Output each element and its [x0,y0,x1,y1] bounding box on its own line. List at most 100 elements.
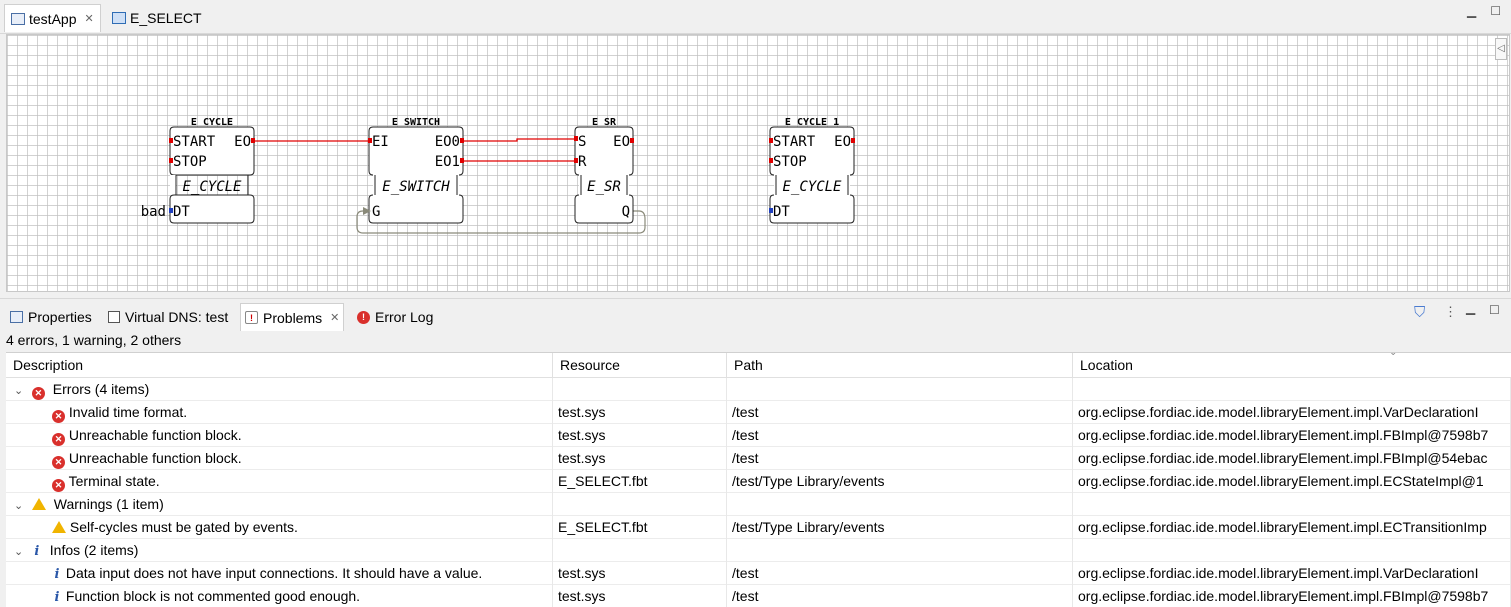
pin-q[interactable]: Q [622,204,630,220]
table-header: Description Resource Path Location ⌄ [6,353,1511,378]
tab-virtual-dns[interactable]: Virtual DNS: test [104,303,232,331]
tab-properties[interactable]: Properties [6,303,96,331]
pin-dt[interactable]: DT [773,204,790,220]
pin-eo1[interactable]: EO1 [435,154,460,170]
group-label: Errors (4 items) [52,381,150,397]
table-row[interactable]: ✕ Invalid time format. test.sys /test or… [6,401,1511,424]
resource-cell: E_SELECT.fbt [553,516,727,539]
pin-ei[interactable]: EI [372,134,389,150]
fb-instance-name[interactable]: E_SR [592,117,617,128]
editor-tab-bar: testApp ✕ E_SELECT ▁ ☐ [0,0,1511,34]
properties-icon [10,311,23,323]
table-row[interactable]: ✕ Unreachable function block. test.sys /… [6,447,1511,470]
error-icon: ✕ [52,433,65,446]
fb-e-cycle-1[interactable]: E_CYCLE_1 START STOP EO E_CYCLE DT [769,117,855,224]
connection-esr-q-to-eswitch-g[interactable] [356,210,646,234]
fb-instance-name[interactable]: E_CYCLE_1 [785,117,839,128]
fb-type-name: E_CYCLE [182,179,242,195]
table-row[interactable]: ✕ Unreachable function block. test.sys /… [6,424,1511,447]
empty-cell [553,378,727,401]
location-cell: org.eclipse.fordiac.ide.model.libraryEle… [1073,562,1511,585]
palette-toggle-icon[interactable]: ◁ [1495,38,1507,60]
tab-e-select[interactable]: E_SELECT [106,4,208,32]
fb-instance-name[interactable]: E_SWITCH [392,117,440,128]
minimize-icon[interactable]: ▁ [1466,301,1476,315]
location-cell: org.eclipse.fordiac.ide.model.libraryEle… [1073,470,1511,493]
group-cell: ⌄ Warnings (1 item) [6,493,553,516]
pin-stop[interactable]: STOP [773,154,807,170]
column-resource[interactable]: Resource [553,353,727,378]
column-description[interactable]: Description [6,353,553,378]
group-label: Infos (2 items) [49,542,139,558]
empty-cell [727,493,1073,516]
fb-network-diagram[interactable]: E_CYCLE START STOP EO E_CYCLE DT bad E_S… [7,35,1510,292]
fb-type-name: E_SWITCH [382,179,450,195]
description-cell: ✕ Terminal state. [6,470,553,493]
pin-eo[interactable]: EO [234,134,251,150]
description-text: Unreachable function block. [68,450,242,466]
resource-cell: test.sys [553,447,727,470]
maximize-icon[interactable]: ☐ [1489,303,1500,317]
description-text: Unreachable function block. [68,427,242,443]
pin-start[interactable]: START [773,134,816,150]
fb-e-switch[interactable]: E_SWITCH EI EO0 EO1 E_SWITCH G [363,117,464,224]
filter-icon[interactable]: ⛉ [1414,304,1426,321]
table-row[interactable]: ✕ Terminal state. E_SELECT.fbt /test/Typ… [6,470,1511,493]
description-text: Function block is not commented good eno… [65,588,361,604]
group-row-errors[interactable]: ⌄ ✕ Errors (4 items) [6,378,1511,401]
tab-testapp[interactable]: testApp ✕ [4,4,101,32]
pin-r[interactable]: R [578,154,587,170]
problems-table[interactable]: Description Resource Path Location ⌄ ⌄ ✕… [6,352,1511,607]
tab-error-log[interactable]: ! Error Log [353,303,437,331]
minimize-icon[interactable]: ▁ [1467,4,1477,18]
group-row-warnings[interactable]: ⌄ Warnings (1 item) [6,493,1511,516]
pin-eo[interactable]: EO [613,134,630,150]
chevron-down-icon[interactable]: ⌄ [14,546,24,558]
pin-stop[interactable]: STOP [173,154,207,170]
maximize-icon[interactable]: ☐ [1490,4,1501,18]
path-cell: /test [727,585,1073,607]
warning-icon [31,498,46,510]
tab-problems[interactable]: ! Problems ✕ [240,303,345,331]
column-location[interactable]: Location [1080,357,1133,373]
description-cell: ✕ Unreachable function block. [6,447,553,470]
pin-dt-value[interactable]: bad [141,204,166,220]
close-icon[interactable]: ✕ [330,312,340,324]
resource-cell: E_SELECT.fbt [553,470,727,493]
empty-cell [1073,378,1511,401]
column-path[interactable]: Path [727,353,1073,378]
pin-eo[interactable]: EO [834,134,851,150]
table-row[interactable]: i Data input does not have input connect… [6,562,1511,585]
empty-cell [727,378,1073,401]
tab-testapp-label: testApp [29,10,77,27]
connection-eswitch-eo0-to-esr-s[interactable] [463,138,575,142]
chevron-down-icon[interactable]: ⌄ [14,500,24,512]
tab-virtual-dns-label: Virtual DNS: test [125,309,229,325]
empty-cell [553,539,727,562]
info-icon: i [54,590,60,605]
path-cell: /test [727,424,1073,447]
group-row-infos[interactable]: ⌄ i Infos (2 items) [6,539,1511,562]
close-icon[interactable]: ✕ [84,13,94,25]
fb-e-sr[interactable]: E_SR S R EO E_SR Q [574,117,634,224]
table-row[interactable]: i Function block is not commented good e… [6,585,1511,607]
view-menu-icon[interactable]: ⋮ [1444,304,1457,319]
description-cell: ✕ Invalid time format. [6,401,553,424]
pin-dt[interactable]: DT [173,204,190,220]
pin-s[interactable]: S [578,134,586,150]
tab-e-select-label: E_SELECT [130,10,202,26]
pin-g[interactable]: G [372,204,380,220]
description-text: Invalid time format. [68,404,188,420]
chevron-down-icon[interactable]: ⌄ [14,385,24,397]
error-icon: ✕ [31,387,45,400]
empty-cell [1073,493,1511,516]
error-icon: ✕ [52,410,65,423]
fb-e-cycle[interactable]: E_CYCLE START STOP EO E_CYCLE DT bad [141,117,255,224]
view-tab-bar: Properties Virtual DNS: test ! Problems … [0,298,1511,331]
path-cell: /test [727,401,1073,424]
pin-start[interactable]: START [173,134,216,150]
table-row[interactable]: Self-cycles must be gated by events. E_S… [6,516,1511,539]
diagram-canvas[interactable]: E_CYCLE START STOP EO E_CYCLE DT bad E_S… [6,34,1510,292]
pin-eo0[interactable]: EO0 [435,134,460,150]
fb-instance-name[interactable]: E_CYCLE [191,117,233,128]
